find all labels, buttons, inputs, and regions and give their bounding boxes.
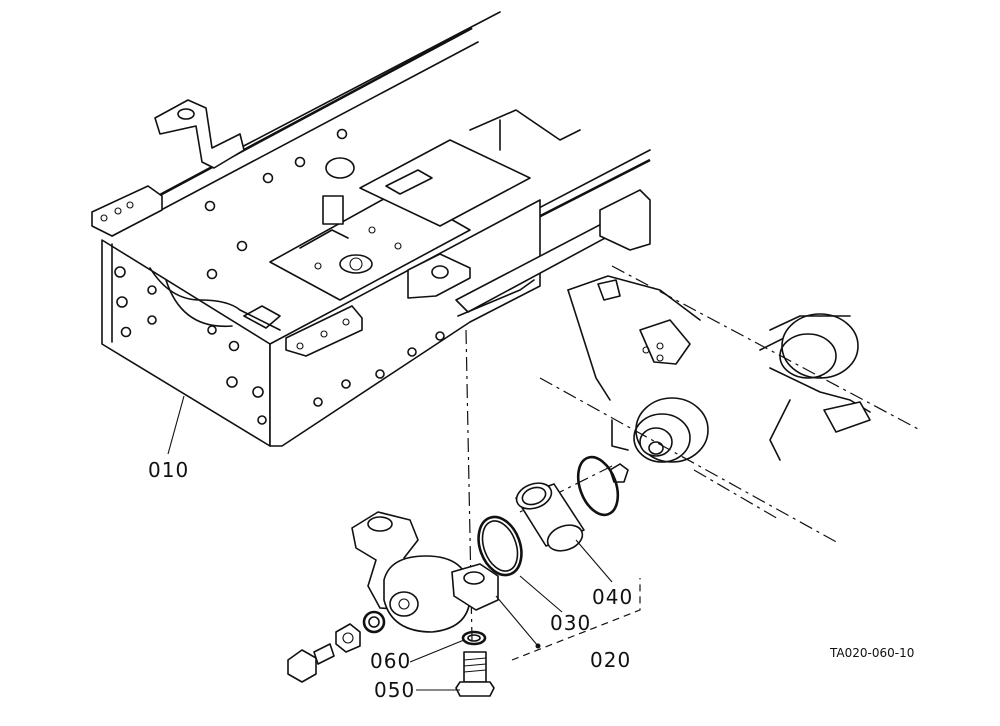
- label-040: 040: [592, 585, 633, 609]
- spring-washer: [362, 610, 386, 634]
- o-ring-030: [477, 515, 523, 577]
- nut: [335, 623, 361, 653]
- front-frame: [91, 11, 651, 447]
- o-ring-right: [576, 455, 620, 517]
- figure-reference: TA020-060-10: [829, 646, 914, 660]
- kingpin-axis: [465, 329, 473, 641]
- bushing-040: [515, 482, 585, 552]
- label-010: 010: [148, 458, 189, 482]
- label-020: 020: [590, 648, 631, 672]
- knuckle-arm: [351, 511, 499, 633]
- leader-lines: [167, 395, 641, 691]
- label-030: 030: [550, 611, 591, 635]
- washer-060: [461, 630, 487, 646]
- label-050: 050: [374, 678, 415, 702]
- label-060: 060: [370, 649, 411, 673]
- tie-bolt: [287, 643, 335, 683]
- axle-housing: [519, 265, 921, 545]
- bolt-050: [455, 651, 495, 697]
